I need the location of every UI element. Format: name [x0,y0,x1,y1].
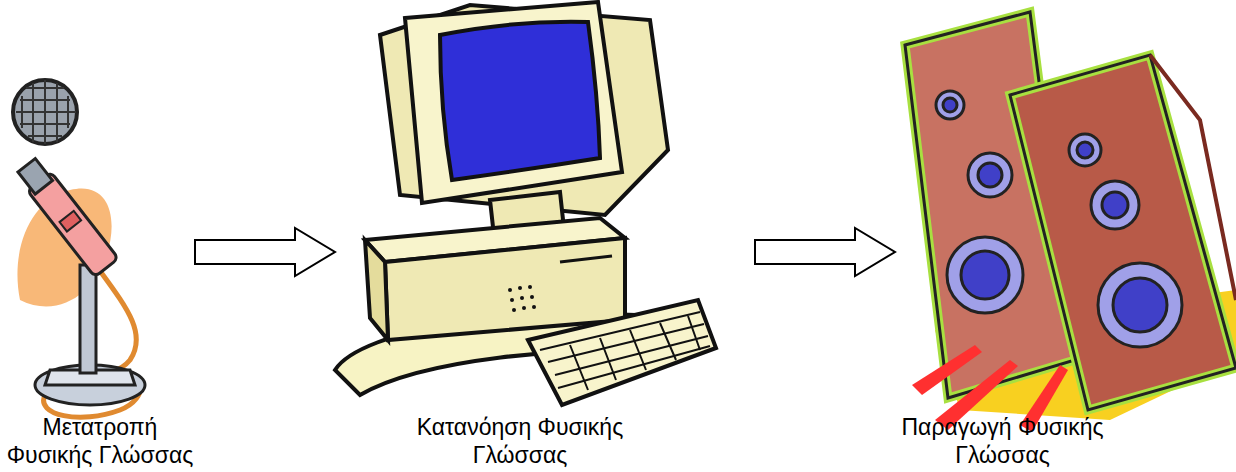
speakers-illustration-part-part [1091,181,1139,229]
speakers-illustration-part [936,91,1182,347]
computer-illustration-part [365,240,388,340]
speakers-illustration-part-part [961,251,1009,299]
computer-illustration-part [508,285,536,312]
illustrated-stage: Κατανόηση Φυσικής Γλώσσας [340,0,700,472]
computer-illustration-part-part [518,286,522,290]
computer-illustration-part-part [520,296,524,300]
computer-illustration-part-part [510,298,514,302]
computer-illustration-part [540,312,710,388]
computer-illustration-part [405,2,622,203]
stage-caption: Κατανόηση Φυσικής Γλώσσας [410,413,630,469]
speakers-illustration-part-part [936,91,964,119]
illustrated-stage: Μετατροπή Φυσικής Γλώσσας [0,0,200,472]
speakers-illustration-part-part [943,98,957,112]
microphone-illustration-part [15,156,119,277]
stage-caption: Παραγωγή Φυσικής Γλώσσας [895,413,1110,469]
microphone-illustration-part [80,265,96,373]
computer-illustration-part-part [508,288,512,292]
microphone-illustration-part [16,80,76,144]
speakers-illustration-part-part [1098,263,1182,347]
computer-illustration-part [528,300,716,405]
speakers-illustration-part-part [978,163,1002,187]
computer-illustration-part-part [512,308,516,312]
stage-caption: Μετατροπή Φυσικής Γλώσσας [0,413,200,469]
speakers-illustration-part-part [1102,192,1128,218]
speakers-illustration-part-part [912,345,982,395]
computer-illustration-part-part [522,306,526,310]
computer-illustration-part-part [528,285,532,289]
microphone-illustration-part-part [60,211,82,232]
speakers-illustration-part [1010,55,1236,410]
block-arrow [755,228,895,276]
microphone-illustration [13,80,145,417]
computer-illustration [335,2,716,405]
speakers-illustration-part-part [968,153,1012,197]
microphone-illustration-part-part [18,159,53,195]
speakers-illustration [905,12,1236,432]
computer-illustration-part [440,22,600,180]
speakers-illustration-part-part [1069,134,1101,166]
computer-illustration-part [560,256,612,262]
speakers-illustration-part-part [947,237,1023,313]
computer-illustration-part-part [532,305,536,309]
speakers-illustration-part-part [1113,278,1167,332]
illustrated-stage: Παραγωγή Φυσικής Γλώσσας [895,0,1110,472]
block-arrow [195,228,335,276]
computer-illustration-part [570,316,700,390]
speakers-illustration-part [1150,55,1236,300]
computer-illustration-part-part [530,295,534,299]
microphone-illustration-part [13,80,77,144]
speakers-illustration-part [1010,55,1236,410]
speakers-illustration-part-part [1077,142,1093,158]
